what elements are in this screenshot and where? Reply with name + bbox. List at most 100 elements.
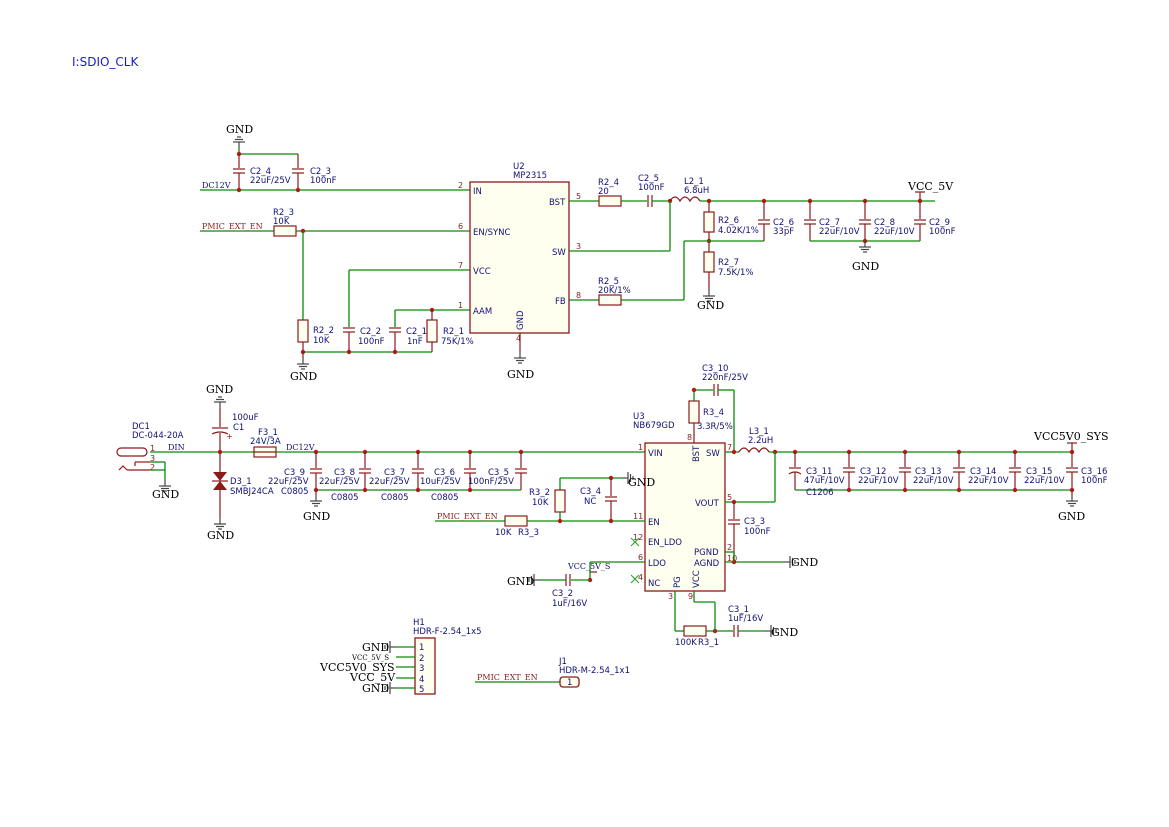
dc1-pin1: 1 xyxy=(150,444,155,453)
r3-4-value: 3.3R/5% xyxy=(697,422,733,432)
r2-5-value: 20K/1% xyxy=(598,286,631,296)
c2-1-value: 1nF xyxy=(407,337,423,347)
l3-1-ref: L3_1 xyxy=(749,427,769,437)
gnd-label: GND xyxy=(852,260,879,273)
gnd-label: GND xyxy=(206,383,233,396)
ground-icon xyxy=(1065,494,1079,507)
c2-3-value: 100nF xyxy=(310,176,337,186)
c3-12-value: 22uF/10V xyxy=(858,476,899,486)
f3-1-value: 24V/3A xyxy=(250,437,281,447)
u2-value: MP2315 xyxy=(513,171,547,181)
dc1-pin2: 2 xyxy=(150,463,155,472)
c3-13-ref: C3_13 xyxy=(915,467,941,477)
c3-7-value: 22uF/25V xyxy=(369,477,410,487)
j1-net: PMIC_EXT_EN xyxy=(477,673,538,682)
u2-pin-gnd: GND xyxy=(516,310,526,330)
ground-icon xyxy=(309,494,323,507)
c2-7-ref: C2_7 xyxy=(819,218,840,228)
u3-pinnum-en-ldo: 12 xyxy=(633,533,643,542)
r2-2-ref: R2_2 xyxy=(313,326,334,336)
c3-8-value: 22uF/25V xyxy=(319,477,360,487)
u3-pin-vcc: VCC xyxy=(692,570,702,588)
c3-9-pkg: C0805 xyxy=(281,487,309,497)
gnd-label: GND xyxy=(152,488,179,501)
c3-12-ref: C3_12 xyxy=(860,467,886,477)
c3-5-value: 100nF/25V xyxy=(468,477,514,487)
h1-ref: H1 xyxy=(413,618,425,628)
c3-9-ref: C3_9 xyxy=(284,468,305,478)
r3-2-ref: R3_2 xyxy=(529,488,550,498)
c3-3-ref: C3_3 xyxy=(744,517,765,527)
r3-1-value: 100K xyxy=(675,638,697,648)
u3-pinnum-nc: 4 xyxy=(638,573,643,582)
h1-net-5: GND xyxy=(362,682,389,695)
u2-pinnum-en: 6 xyxy=(458,222,463,231)
dc1-pin3: 3 xyxy=(150,454,155,463)
c3-2-ref: C3_2 xyxy=(552,589,573,599)
u3-pinnum-vin: 1 xyxy=(638,443,643,452)
gnd-label: GND xyxy=(507,575,534,588)
u3-pin-vin: VIN xyxy=(648,449,663,459)
h1-pin4: 4 xyxy=(419,675,424,685)
c3-4-ref: C3_4 xyxy=(580,487,601,497)
net-vcc-5v-s-ldo: VCC_5V_S xyxy=(567,562,610,571)
h1-net-4: VCC_5V xyxy=(349,671,396,684)
c1-ref: C1 xyxy=(233,423,244,433)
r2-7-value: 7.5K/1% xyxy=(718,268,753,278)
c2-1-ref: C2_1 xyxy=(406,327,427,337)
u3-pin-agnd: AGND xyxy=(694,559,720,569)
u2-pin-in: IN xyxy=(473,187,482,197)
u2-ic-body xyxy=(469,181,570,334)
u3-ref: U3 xyxy=(633,412,645,422)
c3-8-ref: C3_8 xyxy=(334,468,355,478)
u3-value: NB679GD xyxy=(633,421,675,431)
c3-3-value: 100nF xyxy=(744,527,771,537)
c2-4-value: 22uF/25V xyxy=(250,176,291,186)
gnd-label: GND xyxy=(791,556,818,569)
ground-icon xyxy=(296,357,310,370)
c3-14-value: 22uF/10V xyxy=(968,476,1009,486)
ground-icon xyxy=(232,136,246,149)
c3-8-pkg: C0805 xyxy=(331,493,359,503)
c2-8-value: 22uF/10V xyxy=(874,227,915,237)
u2-pin-en-sync: EN/SYNC xyxy=(473,228,511,238)
u2-pinnum-fb: 8 xyxy=(576,291,581,300)
gnd-label: GND xyxy=(697,299,724,312)
c3-13-value: 22uF/10V xyxy=(913,476,954,486)
vcc-5v-label: VCC_5V xyxy=(907,180,954,193)
dc1-ref: DC1 xyxy=(132,422,150,432)
d3-1-value: SMBJ24CA xyxy=(230,487,274,497)
c3-1-ref: C3_1 xyxy=(728,605,749,615)
u2-pinnum-aam: 1 xyxy=(458,301,463,310)
net-pmic-ext-en-mid: PMIC_EXT_EN xyxy=(437,512,498,521)
c3-10-value: 220nF/25V xyxy=(702,373,748,383)
c3-5-ref: C3_5 xyxy=(488,468,509,478)
u3-pin-nc: NC xyxy=(648,579,660,589)
u3-pinnum-pgnd: 2 xyxy=(727,543,732,552)
c3-7-pkg: C0805 xyxy=(381,493,409,503)
c2-4-ref: C2_4 xyxy=(250,167,271,177)
r3-3-ref: R3_3 xyxy=(518,528,539,538)
r2-6-value: 4.02K/1% xyxy=(718,226,759,236)
c3-6-value: 10uF/25V xyxy=(420,477,461,487)
r2-3-ref: R2_3 xyxy=(273,208,294,218)
c3-11-ref: C3_11 xyxy=(806,467,832,477)
c3-1-value: 1uF/16V xyxy=(728,614,763,624)
d3-1-ref: D3_1 xyxy=(230,477,252,487)
h1-pin3: 3 xyxy=(419,664,424,674)
net-dc12v-bottom: DC12V xyxy=(286,443,315,452)
r2-1-ref: R2_1 xyxy=(443,327,464,337)
c1-plus-mark: + xyxy=(226,432,233,441)
u3-pinnum-bst: 8 xyxy=(687,433,692,442)
tvs-diode-icon xyxy=(213,472,227,481)
u2-pinnum-bst: 5 xyxy=(576,192,581,201)
r2-6-ref: R2_6 xyxy=(718,216,739,226)
h1-net-1: GND xyxy=(362,641,389,654)
u2-pin-fb: FB xyxy=(555,297,566,307)
u3-pinnum-vout: 5 xyxy=(727,493,732,502)
c3-15-value: 22uF/10V xyxy=(1024,476,1065,486)
h1-pin5: 5 xyxy=(419,685,424,695)
h1-net-3: VCC5V0_SYS xyxy=(319,661,395,674)
u2-ref: U2 xyxy=(513,162,525,172)
h1-pin1: 1 xyxy=(419,643,424,653)
